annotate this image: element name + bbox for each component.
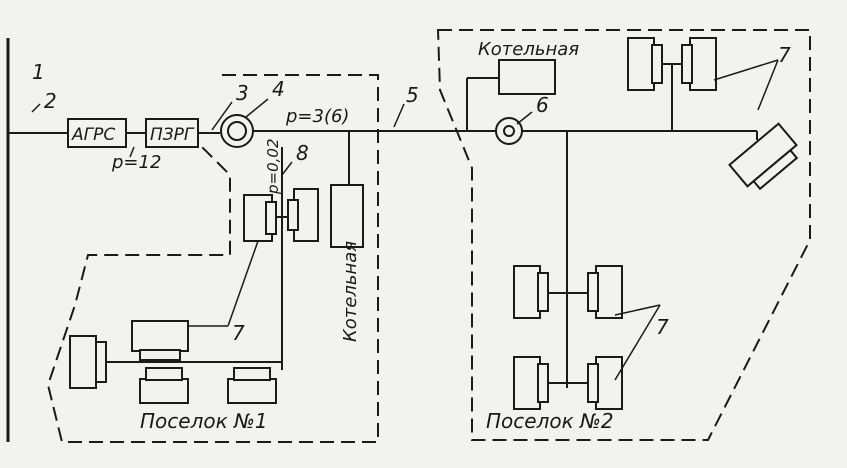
boiler-house-2 [498, 59, 556, 95]
building-v2-d [595, 356, 623, 410]
building-v2-a [513, 265, 541, 319]
label-5: 5 [406, 83, 419, 107]
regulator-6-inner [503, 125, 515, 137]
regulator-4-inner [227, 121, 247, 141]
building-v1-bottom-b [227, 378, 277, 404]
label-1: 1 [32, 60, 45, 84]
regulator-6-outer [495, 117, 523, 145]
building-v2-angled [728, 122, 799, 191]
label-6: 6 [536, 93, 549, 117]
agrs-label: АГРС [71, 125, 115, 145]
label-3: 3 [236, 81, 249, 105]
boiler-house-2-label: Котельная [478, 39, 579, 60]
building-v2-top-a [627, 37, 655, 91]
building-v1-bottom-a [139, 378, 189, 404]
building-v1-middle [131, 320, 189, 352]
building-v2-c [513, 356, 541, 410]
boiler-house-1-label: Котельная [340, 241, 361, 342]
pressure-002-label: p=0,02 [264, 139, 282, 196]
pressure-12-label: p=12 [111, 152, 161, 173]
label-7-v2-upper: 7 [778, 43, 791, 67]
building-v2-b [595, 265, 623, 319]
building-v2-top-b [689, 37, 717, 91]
label-7-v1: 7 [232, 321, 245, 345]
pressure-3-6-label: p=3(6) [285, 106, 349, 127]
pzrg-label: ПЗРГ [150, 125, 195, 145]
label-4: 4 [272, 77, 285, 101]
boiler-house-1 [330, 184, 364, 248]
label-2: 2 [44, 89, 57, 113]
village-2-boundary [436, 29, 811, 441]
regulator-4-outer [220, 114, 254, 148]
building-v1-left [69, 335, 97, 389]
label-7-v2-lower: 7 [656, 315, 669, 339]
village-2-label: Поселок №2 [486, 409, 614, 433]
village-1-label: Поселок №1 [140, 409, 268, 433]
label-8: 8 [296, 141, 309, 165]
village-1-boundary [46, 74, 379, 443]
agrs-box [67, 118, 127, 148]
